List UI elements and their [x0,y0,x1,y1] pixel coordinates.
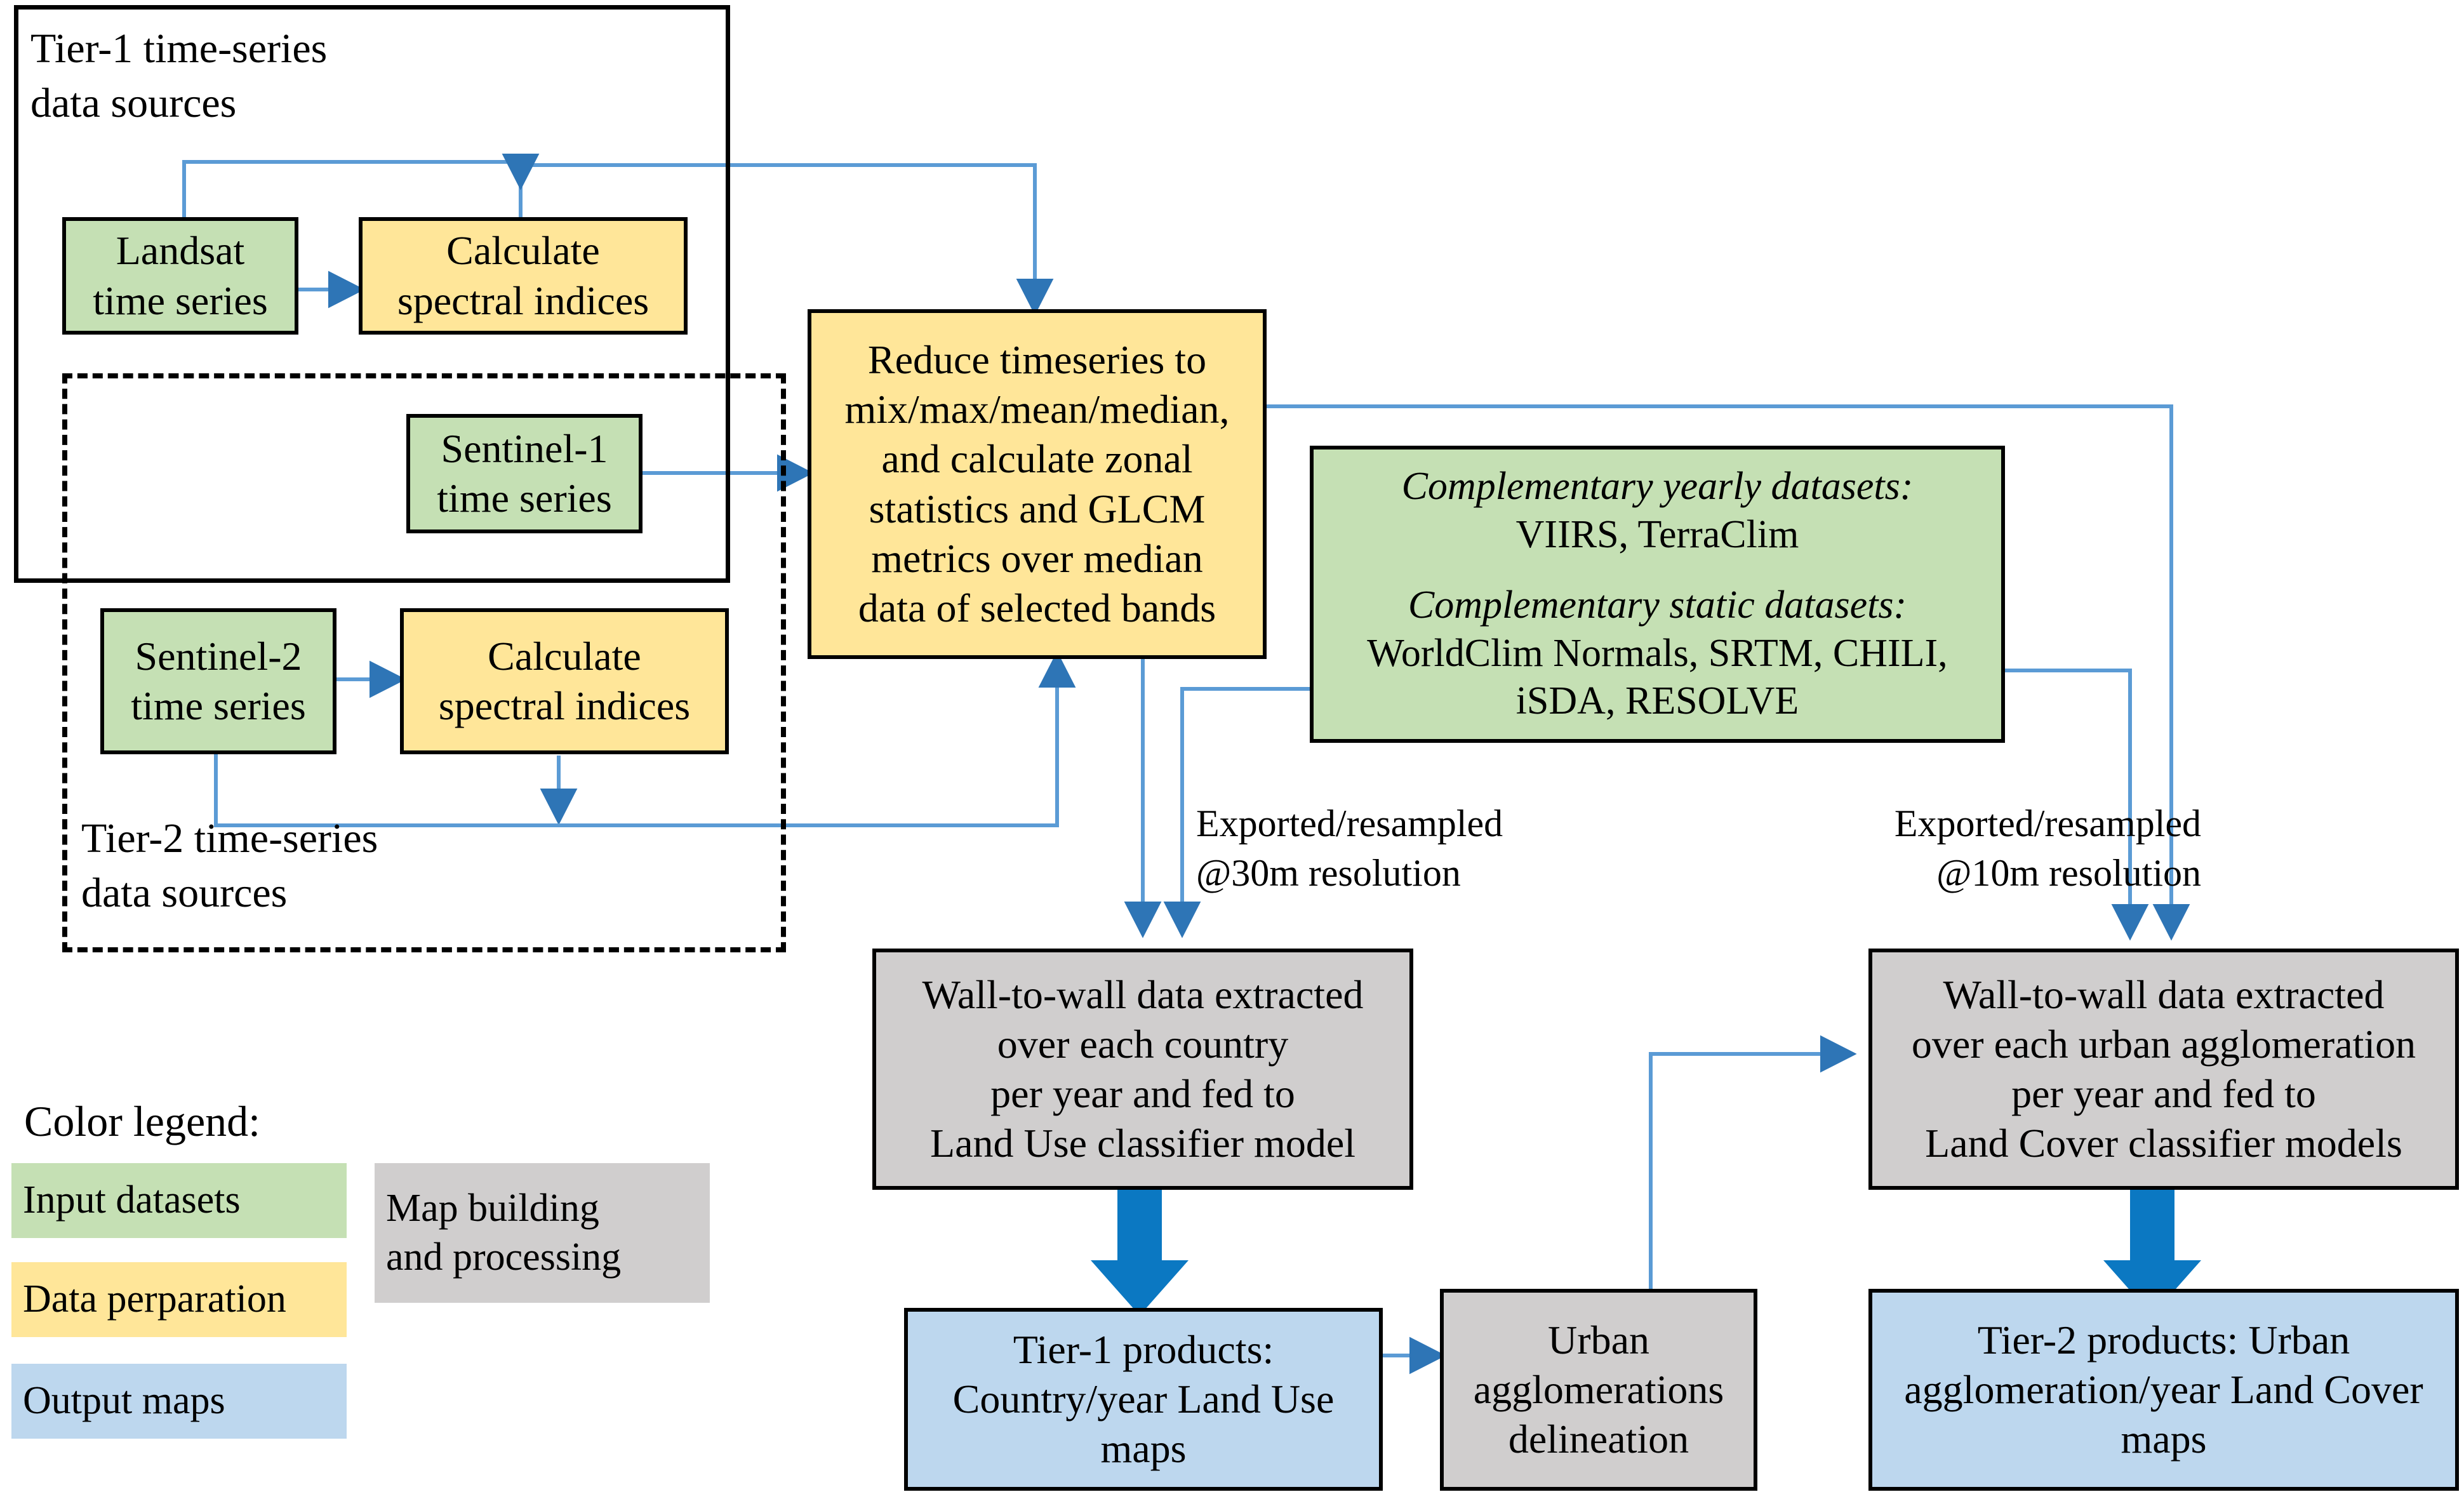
complementary-yearly-heading: Complementary yearly datasets: [1401,464,1914,508]
node-complementary-datasets[interactable]: Complementary yearly datasets: VIIRS, Te… [1310,446,2005,743]
complementary-static-items: WorldClim Normals, SRTM, CHILI, iSDA, RE… [1367,631,1948,723]
tier1-group-label: Tier-1 time-series data sources [30,25,328,126]
node-wall-to-wall-urban[interactable]: Wall-to-wall data extracted over each ur… [1868,949,2459,1190]
node-sentinel-2[interactable]: Sentinel-2 time series [100,608,336,754]
tier2-group-box [62,373,786,952]
node-tier2-products[interactable]: Tier-2 products: Urban agglomeration/yea… [1868,1289,2459,1491]
complementary-static-heading: Complementary static datasets: [1408,583,1907,627]
legend-item-output-maps: Output maps [11,1364,347,1439]
legend-item-map-building: Map building and processing [375,1163,710,1303]
complementary-yearly-items: VIIRS, TerraClim [1515,512,1799,556]
annotation-export-10m: Exported/resampled @10m resolution [1894,803,2201,894]
node-calculate-spectral-indices-2[interactable]: Calculate spectral indices [400,608,729,754]
node-landsat[interactable]: Landsat time series [62,217,298,335]
node-wall-to-wall-country[interactable]: Wall-to-wall data extracted over each co… [872,949,1413,1190]
edge-urban-to-wall-urban [1649,1035,1857,1289]
thick-arrow-country-to-tier1 [1091,1190,1189,1315]
legend-item-data-preparation: Data perparation [11,1262,347,1337]
node-calculate-spectral-indices-1[interactable]: Calculate spectral indices [359,217,688,335]
annotation-export-30m: Exported/resampled @30m resolution [1196,803,1503,894]
node-reduce-timeseries[interactable]: Reduce timeseries to mix/max/mean/median… [808,309,1267,659]
legend-item-input-datasets: Input datasets [11,1163,347,1238]
tier2-group-label: Tier-2 time-series data sources [81,815,378,916]
tier1-group-box [14,5,730,583]
legend-title: Color legend: [24,1097,261,1145]
node-urban-agglomerations-delineation[interactable]: Urban agglomerations delineation [1440,1289,1757,1491]
node-sentinel-1[interactable]: Sentinel-1 time series [406,414,643,533]
node-tier1-products[interactable]: Tier-1 products: Country/year Land Use m… [904,1308,1383,1491]
